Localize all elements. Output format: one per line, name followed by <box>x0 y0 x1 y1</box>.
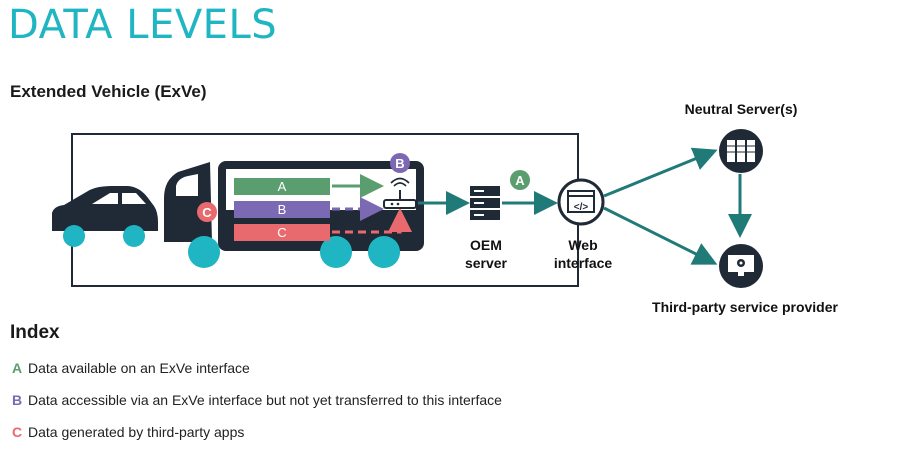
truck-cab-icon <box>164 162 212 242</box>
bar-a-label: A <box>278 179 287 194</box>
oem-server-icon <box>470 186 500 220</box>
badge-a-label: A <box>515 173 525 188</box>
badge-c <box>197 202 217 222</box>
third-party-label: Third-party service provider <box>652 299 838 315</box>
truck-wheel <box>188 236 220 268</box>
page-title: DATA LEVELS <box>8 2 278 48</box>
third-party-provider-icon <box>719 244 763 288</box>
bar-c-label: C <box>277 225 286 240</box>
truck-wheel <box>368 236 400 268</box>
badge-a <box>510 170 530 190</box>
arrow-c <box>332 208 412 234</box>
bar-c <box>234 224 330 241</box>
legend-key-a: A <box>12 360 23 376</box>
legend-key-b: B <box>12 392 23 408</box>
bar-a <box>234 178 330 195</box>
arrow-web-neutral <box>603 147 718 198</box>
web-interface-label: Web interface <box>553 237 613 271</box>
bar-b-label: B <box>278 202 287 217</box>
svg-text:</>: </> <box>574 202 589 213</box>
legend-text-a: Data available on an ExVe interface <box>28 360 250 376</box>
web-interface-icon: </> <box>557 178 605 226</box>
neutral-server-icon <box>719 129 763 173</box>
bar-b <box>234 201 330 218</box>
badge-c-label: C <box>202 205 212 220</box>
legend-text-c: Data generated by third-party apps <box>28 424 245 440</box>
arrow-web-third-party <box>603 206 718 265</box>
legend-key-c: C <box>12 424 23 440</box>
truck-wheel <box>320 236 352 268</box>
modem-icon <box>383 177 417 209</box>
legend-item-a: A Data available on an ExVe interface <box>12 360 250 376</box>
car-icon <box>52 186 158 247</box>
badge-b-label: B <box>395 156 404 171</box>
index-title: Index <box>10 322 60 343</box>
oem-server-label: OEM server <box>464 237 508 271</box>
legend-item-c: C Data generated by third-party apps <box>12 424 244 440</box>
badge-b <box>390 153 410 173</box>
neutral-server-label: Neutral Server(s) <box>684 101 798 117</box>
legend-item-b: B Data accessible via an ExVe interface b… <box>12 392 502 408</box>
legend-text-b: Data accessible via an ExVe interface bu… <box>28 392 502 408</box>
diagram-subtitle: Extended Vehicle (ExVe) <box>10 82 207 101</box>
